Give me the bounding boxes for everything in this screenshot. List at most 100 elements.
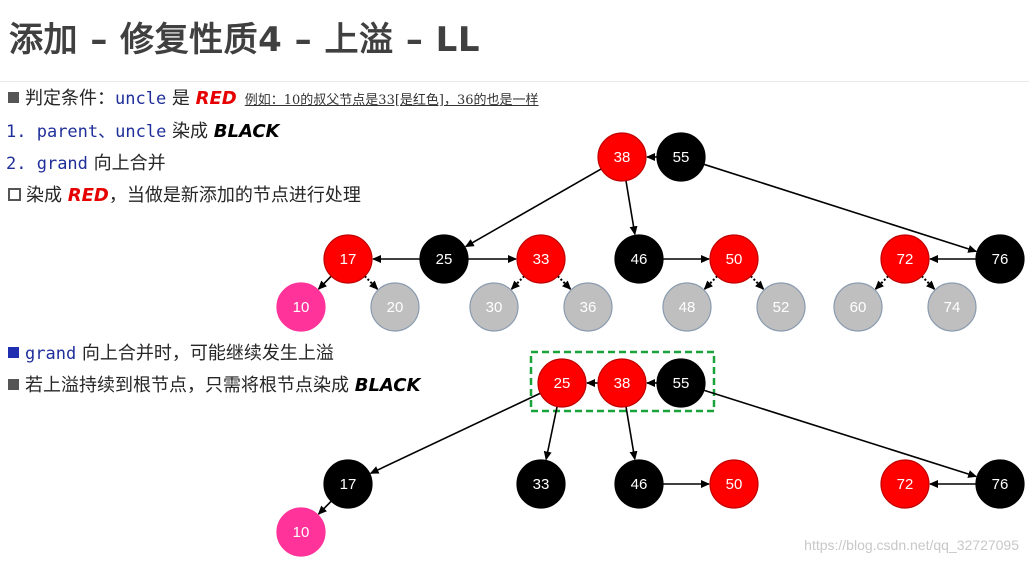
node-circle [656,132,706,182]
node-circle [419,234,469,284]
node-circle [709,459,759,509]
node-17: 17 [323,234,373,284]
condition-note: 例如：10的叔父节点是33[是红色]，36的也是一样 [244,93,539,108]
node-52: 52 [756,282,806,332]
node-30: 30 [469,282,519,332]
node-circle [516,459,566,509]
edge-72-60 [874,275,889,290]
watermark: https://blog.csdn.net/qq_32727095 [804,537,1019,553]
node-48: 48 [662,282,712,332]
node-label: 33 [533,476,550,493]
node-label: 50 [726,476,743,493]
blue-square-bullet-icon [8,347,19,358]
node-label: 72 [897,251,914,268]
section2-line2: 若上溢持续到根节点，只需将根节点染成 BLACK [8,374,420,398]
step1-black: BLACK [213,121,280,142]
node-label: 17 [340,251,357,268]
node-circle [880,459,930,509]
step3-prefix: 染成 [26,185,68,206]
hollow-square-bullet-icon [8,188,21,201]
step3-text: ，当做是新添加的节点进行处理 [108,185,361,206]
node-38: 38 [597,132,647,182]
node-25: 25 [537,358,587,408]
step2-code: grand [36,154,88,174]
node-label: 76 [992,251,1009,268]
node-55: 55 [656,132,706,182]
node-label: 46 [631,251,648,268]
condition-is: 是 [166,88,196,109]
node-circle [975,459,1025,509]
page-title: 添加 – 修复性质4 – 上溢 – LL [9,20,481,60]
node-label: 55 [673,149,690,166]
section2-line2-text: 若上溢持续到根节点，只需将根节点染成 [25,375,355,396]
node-circle [880,234,930,284]
node-circle [614,234,664,284]
node-circle [323,459,373,509]
node-circle [709,234,759,284]
condition-red: RED [195,88,237,109]
node-33: 33 [516,459,566,509]
edge-17-10 [317,500,332,515]
node-circle [516,234,566,284]
edge-38-46 [625,180,638,236]
node-label: 55 [673,375,690,392]
node-circle [597,358,647,408]
step1-code: parent、uncle [36,122,167,142]
node-72: 72 [880,234,930,284]
node-circle [833,282,883,332]
edge-33-30 [510,275,525,290]
condition-code: uncle [115,89,167,109]
edge-50-48 [703,275,718,290]
node-46: 46 [614,234,664,284]
condition-prefix: 判定条件： [25,88,115,109]
node-36: 36 [563,282,613,332]
edge-55-76 [703,389,978,478]
node-label: 60 [850,299,867,316]
node-label: 20 [387,299,404,316]
node-72: 72 [880,459,930,509]
node-20: 20 [370,282,420,332]
node-label: 25 [554,375,571,392]
node-label: 46 [631,476,648,493]
step1-num: 1. [6,122,37,142]
edge-33-36 [557,275,572,290]
node-33: 33 [516,234,566,284]
node-25: 25 [419,234,469,284]
node-label: 52 [773,299,790,316]
node-circle [323,234,373,284]
title-divider [0,81,1029,82]
edge-38-25 [464,168,602,248]
node-label: 10 [293,299,310,316]
step3-line: 染成 RED，当做是新添加的节点进行处理 [8,184,361,208]
node-50: 50 [709,234,759,284]
section2-line2-black: BLACK [354,375,421,396]
node-circle [563,282,613,332]
edge-25-33 [543,406,558,461]
step1-text: 染成 [166,121,214,142]
node-label: 36 [580,299,597,316]
node-38: 38 [597,358,647,408]
edge-38-46 [625,406,638,461]
section2-code: grand [25,344,77,364]
node-76: 76 [975,234,1025,284]
node-circle [927,282,977,332]
node-46: 46 [614,459,664,509]
edge-55-76 [703,163,978,253]
node-circle [469,282,519,332]
node-circle [662,282,712,332]
step1-line: 1. parent、uncle 染成 BLACK [6,120,280,144]
node-circle [597,132,647,182]
node-circle [276,282,326,332]
node-label: 30 [486,299,503,316]
node-label: 17 [340,476,357,493]
node-circle [656,358,706,408]
edge-17-10 [317,275,332,290]
node-label: 48 [679,299,696,316]
node-50: 50 [709,459,759,509]
step2-text: 向上合并 [87,153,166,174]
edge-50-52 [750,275,765,290]
node-circle [537,358,587,408]
edge-25-17 [369,392,541,475]
